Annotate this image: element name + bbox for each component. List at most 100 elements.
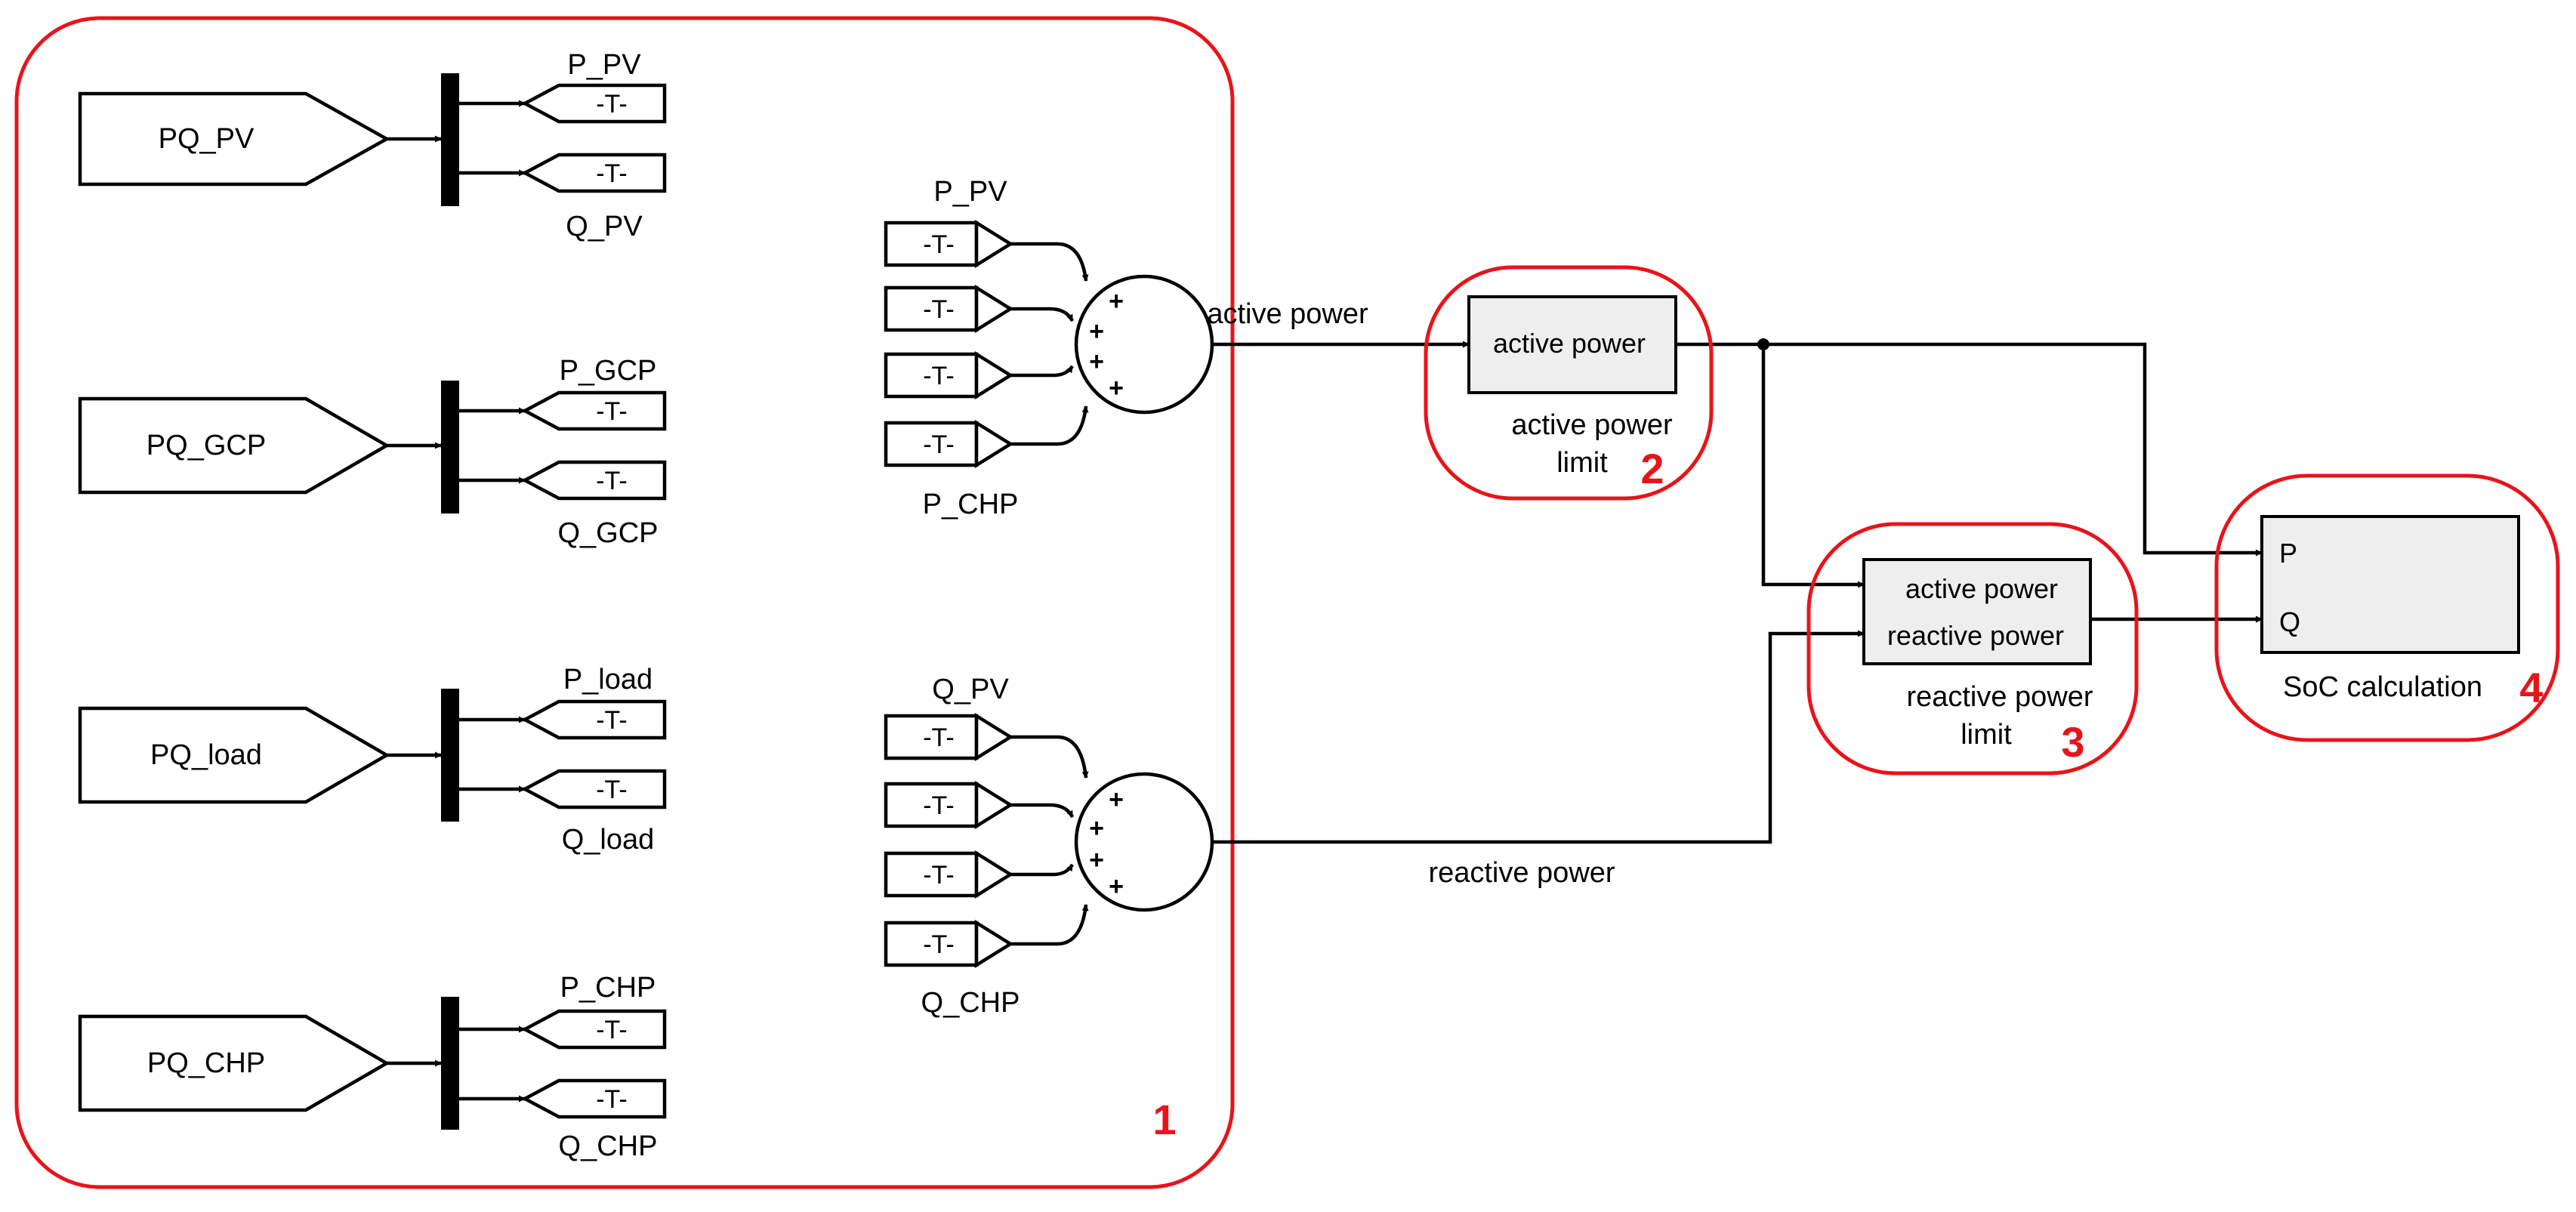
sum-active-top-label: P_PV <box>933 176 1007 208</box>
goto-block-p-load[interactable] <box>521 699 667 740</box>
wire-sum-active-in-2 <box>1010 307 1075 322</box>
reactive-limit-label-2: limit <box>1961 719 2012 751</box>
soc-port-q: Q <box>2279 606 2300 637</box>
from-tag-active-4-arrow <box>974 419 1014 469</box>
from-block-pq-load[interactable] <box>78 706 390 804</box>
group-2-highlight <box>1424 265 1714 501</box>
from-tag-text: -T- <box>923 723 955 752</box>
active-power-limit-block[interactable] <box>1467 295 1677 394</box>
goto-signal-label: Q_PV <box>566 211 643 242</box>
sum-active-bottom-label: P_CHP <box>923 489 1019 520</box>
from-tag-text: -T- <box>923 362 955 390</box>
from-tag-reactive-2-arrow <box>974 780 1014 830</box>
wire-sum-reactive-in-3 <box>1010 863 1074 877</box>
wire-sum-active-in-1 <box>1010 242 1089 282</box>
sum-reactive-top-label: Q_PV <box>932 674 1009 705</box>
goto-tag: -T- <box>596 1016 628 1044</box>
from-tag-text: -T- <box>923 930 955 959</box>
sum-sign: + <box>1089 317 1104 346</box>
from-tag-reactive-4[interactable] <box>884 921 979 967</box>
goto-block-q-chp[interactable] <box>521 1078 667 1119</box>
active-limit-label-1: active power <box>1511 409 1673 441</box>
pq-pv-section: PQ_PV -T- P_PV -T- Q_PV <box>78 49 667 242</box>
from-tag-active-1[interactable] <box>884 221 979 267</box>
from-tag-reactive-3-arrow <box>974 850 1014 899</box>
from-tag-active-2[interactable] <box>884 285 979 332</box>
goto-block-p-pv[interactable] <box>521 83 667 124</box>
from-tag-reactive-1[interactable] <box>884 714 979 760</box>
from-block-pq-gcp[interactable] <box>78 396 390 495</box>
reactive-power-limit-block[interactable] <box>1862 558 2092 665</box>
goto-signal-label: Q_load <box>562 824 655 856</box>
from-tag-text: -T- <box>923 791 955 820</box>
sum-sign: + <box>1109 785 1124 814</box>
pq-chp-section: PQ_CHP -T- P_CHP -T- Q_CHP <box>78 972 667 1162</box>
sum-sign: + <box>1109 374 1124 402</box>
from-tag-active-4[interactable] <box>884 421 979 467</box>
from-tag-text: -T- <box>923 430 955 459</box>
goto-tag: -T- <box>596 90 628 119</box>
sum-sign: + <box>1089 347 1104 376</box>
active-power-sum-section: P_PV -T- -T- -T- -T- P_CHP + + + + <box>884 176 1214 520</box>
pq-load-section: PQ_load -T- P_load -T- Q_load <box>78 664 667 856</box>
from-block-pq-chp-label: PQ_CHP <box>147 1047 265 1079</box>
goto-signal-label: P_load <box>563 664 652 695</box>
goto-block-p-chp[interactable] <box>521 1009 667 1050</box>
goto-block-q-gcp[interactable] <box>521 460 667 501</box>
from-tag-active-2-arrow <box>974 284 1014 334</box>
from-tag-active-1-arrow <box>974 219 1014 269</box>
goto-tag: -T- <box>596 467 628 495</box>
sum-sign: + <box>1109 872 1124 901</box>
demux-bar-pv[interactable] <box>441 73 459 206</box>
sum-sign: + <box>1089 846 1104 874</box>
goto-signal-label: Q_CHP <box>559 1130 658 1162</box>
group-number-1: 1 <box>1152 1096 1176 1143</box>
wire-sum-active-in-3 <box>1010 365 1074 378</box>
active-limit-port-label: active power <box>1493 328 1646 359</box>
signal-label-active-power: active power <box>1207 298 1368 330</box>
soc-calculation-block[interactable] <box>2260 515 2520 654</box>
sum-sign: + <box>1089 814 1104 843</box>
goto-tag: -T- <box>596 706 628 735</box>
goto-block-q-load[interactable] <box>521 769 667 810</box>
group-number-3: 3 <box>2061 718 2084 766</box>
wire-sum-reactive-in-2 <box>1010 803 1075 819</box>
goto-block-q-pv[interactable] <box>521 153 667 193</box>
reactive-power-sum-section: Q_PV -T- -T- -T- -T- Q_CHP + + + + <box>884 674 1214 1019</box>
soc-port-p: P <box>2279 538 2297 569</box>
demux-bar-chp[interactable] <box>441 997 459 1130</box>
goto-signal-label: P_PV <box>567 49 641 81</box>
group-3-highlight <box>1806 522 2139 776</box>
from-block-pq-load-label: PQ_load <box>150 739 262 771</box>
from-tag-text: -T- <box>923 230 955 259</box>
wire-sum-reactive-in-1 <box>1010 735 1089 779</box>
from-tag-active-3-arrow <box>974 350 1014 400</box>
reactive-limit-port-1: active power <box>1905 573 2058 604</box>
from-block-pq-pv[interactable] <box>78 91 390 187</box>
from-tag-text: -T- <box>923 861 955 890</box>
goto-signal-label: P_GCP <box>560 355 657 387</box>
demux-bar-load[interactable] <box>441 689 459 822</box>
goto-tag: -T- <box>596 1085 628 1114</box>
from-block-pq-gcp-label: PQ_GCP <box>147 430 266 461</box>
reactive-limit-label-1: reactive power <box>1906 681 2093 713</box>
wire-sum-reactive-in-4 <box>1010 904 1089 946</box>
signal-label-reactive-power: reactive power <box>1428 857 1615 889</box>
wire-active-limit-out <box>1676 342 2263 557</box>
soc-label: SoC calculation <box>2283 671 2482 703</box>
goto-tag: -T- <box>596 397 628 426</box>
goto-signal-label: Q_GCP <box>557 517 658 549</box>
group-4-highlight <box>2214 473 2560 742</box>
from-block-pq-pv-label: PQ_PV <box>159 123 255 155</box>
reactive-limit-port-2: reactive power <box>1887 620 2064 651</box>
goto-block-p-gcp[interactable] <box>521 390 667 431</box>
active-limit-label-2: limit <box>1556 447 1608 479</box>
wire-sum-active-in-4 <box>1010 406 1089 446</box>
group-number-2: 2 <box>1640 445 1664 492</box>
from-tag-active-3[interactable] <box>884 352 979 399</box>
sum-sign: + <box>1109 287 1124 316</box>
pq-gcp-section: PQ_GCP -T- P_GCP -T- Q_GCP <box>78 355 667 549</box>
demux-bar-gcp[interactable] <box>441 381 459 513</box>
sum-reactive-bottom-label: Q_CHP <box>921 987 1020 1019</box>
from-block-pq-chp[interactable] <box>78 1014 390 1112</box>
